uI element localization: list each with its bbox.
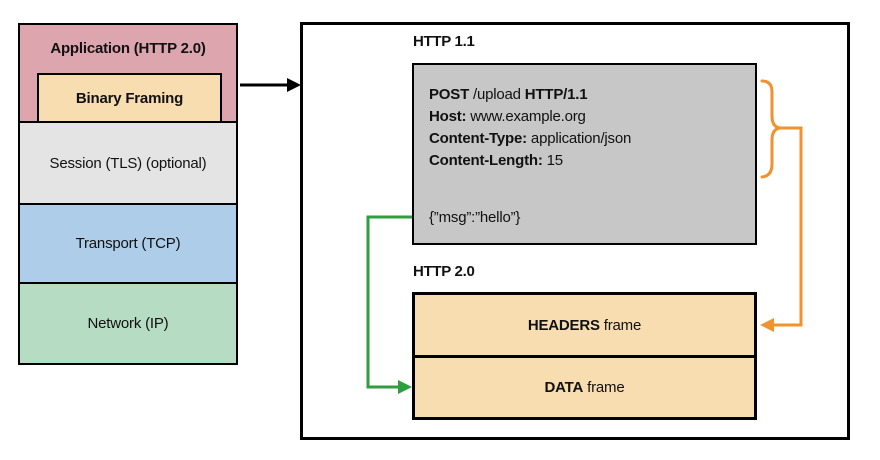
- host-key: Host:: [429, 108, 467, 125]
- layer-transport: Transport (TCP): [18, 203, 238, 284]
- content-type-value: application/json: [526, 130, 632, 147]
- request-version: HTTP/1.1: [524, 86, 588, 103]
- layer-binary-framing: Binary Framing: [37, 73, 222, 123]
- http11-request-text: POST /upload HTTP/1.1 Host: www.example.…: [429, 84, 631, 229]
- session-label: Session (TLS) (optional): [49, 154, 207, 172]
- network-label: Network (IP): [87, 315, 169, 332]
- host-value: www.example.org: [466, 108, 586, 125]
- http11-request-box: POST /upload HTTP/1.1 Host: www.example.…: [412, 63, 757, 245]
- headers-frame-bold: HEADERS: [527, 316, 600, 334]
- http20-frames-box: HEADERS frame DATA frame: [412, 292, 757, 420]
- data-frame-row: DATA frame: [415, 358, 754, 417]
- request-line-start: POST /upload HTTP/1.1: [429, 84, 631, 106]
- application-label: Application (HTTP 2.0): [50, 39, 206, 57]
- transport-label: Transport (TCP): [75, 235, 181, 252]
- binary-framing-label: Binary Framing: [75, 89, 184, 107]
- application-label-zone: Application (HTTP 2.0): [18, 25, 238, 71]
- request-method: POST: [429, 86, 470, 103]
- headers-frame-row: HEADERS frame: [415, 295, 754, 358]
- stack-to-detail-arrow: [240, 78, 301, 92]
- request-line-content-length: Content-Length: 15: [429, 150, 631, 172]
- black-arrowhead-icon: [287, 78, 301, 92]
- data-frame-label: DATA frame: [545, 379, 625, 396]
- headers-frame-label: HEADERS frame: [528, 317, 641, 334]
- data-frame-rest: frame: [583, 379, 625, 396]
- request-line-content-type: Content-Type: application/json: [429, 128, 631, 150]
- layer-session: Session (TLS) (optional): [18, 121, 238, 205]
- headers-frame-rest: frame: [599, 316, 642, 334]
- data-frame-bold: DATA: [544, 379, 584, 396]
- request-body: {”msg”:”hello”}: [429, 209, 521, 226]
- content-length-key: Content-Length:: [429, 152, 543, 169]
- http20-title: HTTP 2.0: [413, 263, 475, 280]
- content-type-key: Content-Type:: [429, 130, 527, 147]
- layer-network: Network (IP): [18, 282, 238, 365]
- http11-title: HTTP 1.1: [413, 33, 475, 50]
- request-line-host: Host: www.example.org: [429, 106, 631, 128]
- content-length-value: 15: [542, 152, 564, 169]
- request-path: /upload: [469, 86, 525, 103]
